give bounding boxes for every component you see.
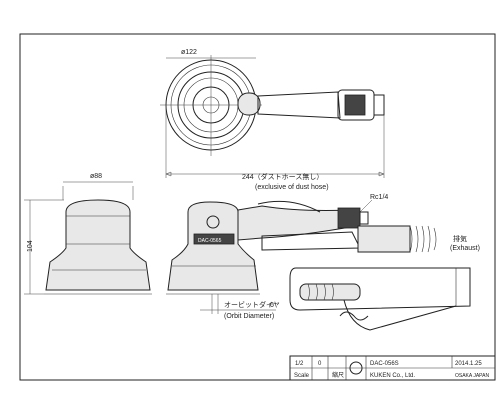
body-diameter-label: ø88 (90, 173, 102, 180)
exhaust-label-jp: 排気 (453, 234, 467, 243)
title-block (289, 355, 496, 381)
side-head (167, 201, 259, 291)
length-note: (exclusive of dust hose) (255, 184, 329, 191)
top-handle (257, 91, 341, 119)
length-label: 244（ダストホース無し） (242, 172, 323, 181)
model-number: DAC-056S (370, 361, 399, 367)
pad-diameter-label: ø122 (181, 49, 197, 56)
scale-label: Scale (294, 373, 310, 379)
port-label: Rc1/4 (370, 194, 388, 201)
exhaust-label-en: (Exhaust) (450, 245, 480, 252)
top-neck (237, 92, 261, 116)
dust-bag (289, 267, 471, 331)
side-valve (337, 207, 361, 229)
orbit-label-en: (Orbit Diameter) (224, 313, 274, 320)
side-logo (206, 215, 220, 229)
side-lever (257, 200, 321, 213)
side-label-band (193, 233, 235, 245)
company-location: OSAKA JAPAN (455, 373, 489, 379)
end-view: ø88 104 (24, 173, 152, 295)
top-inlet (373, 94, 385, 116)
company-name: KUKEN Co., Ltd. (370, 373, 415, 379)
orbit-label-jp: オービットダイヤ (224, 300, 280, 309)
drawing-frame (19, 33, 496, 381)
end-body (45, 199, 151, 291)
orbit-value: 6 (270, 302, 274, 309)
side-inlet-fitting (359, 211, 369, 225)
top-view: ø122 244（ダストホース無し） (exclusive of dust ho… (160, 49, 385, 191)
unit-label: 縮尺 (332, 371, 344, 379)
sheet-number: 1/2 (295, 361, 304, 367)
top-valve-grip (344, 94, 366, 116)
height-label: 104 (27, 240, 34, 252)
scale-value: 0 (318, 361, 322, 367)
body-marking: DAC-0565 (198, 238, 222, 244)
kuken-logo (349, 361, 363, 375)
side-view: DAC-0565 Rc1/4 排気 (Exhaust) オービットダイヤ 6 (… (166, 194, 480, 320)
dust-hose (357, 225, 411, 253)
drawing-date: 2014.1.25 (455, 361, 482, 367)
hose-ribs (409, 225, 437, 253)
